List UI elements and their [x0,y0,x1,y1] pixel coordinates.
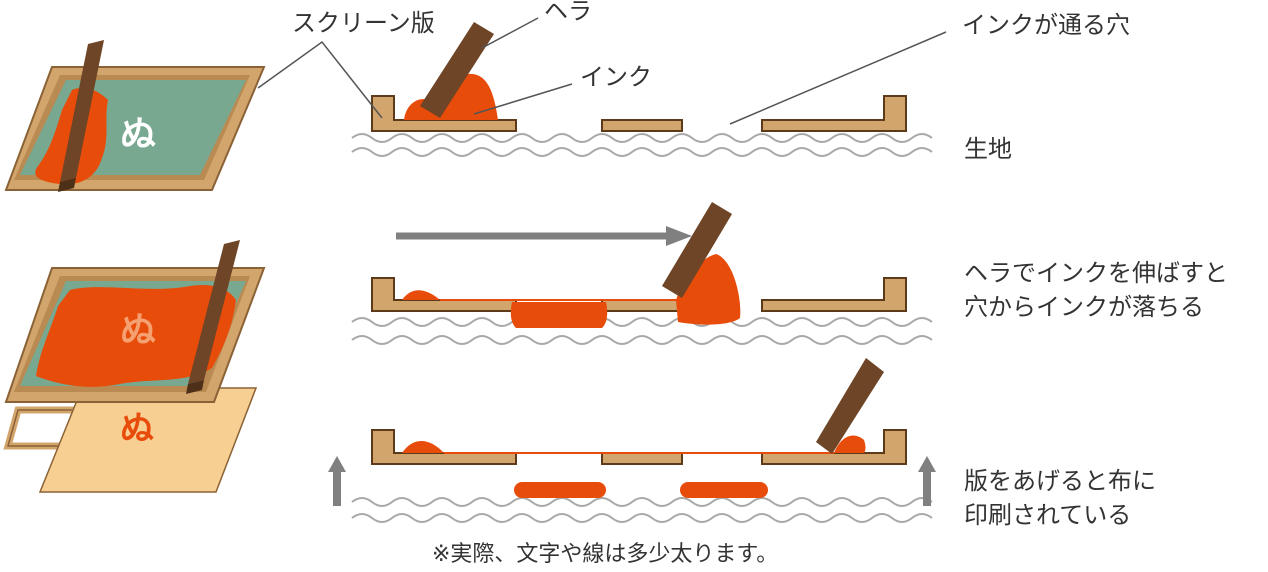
screen-frame-illustration-2: ぬ ぬ [3,240,266,493]
screen-frame-illustration-1: ぬ [4,40,266,192]
direction-arrowhead [666,226,692,246]
cloth-motif: ぬ [120,409,154,449]
leader-ink [473,83,573,115]
screen-plate-section [371,277,907,312]
cross-section-row-3 [328,358,936,523]
ink-through-hole [510,302,608,328]
cross-section-row-1 [351,22,933,157]
squeegee [420,22,494,118]
label-fabric: 生地 [964,135,1012,163]
footnote: ※実際、文字や線は多少太ります。 [432,542,779,567]
leader-screen-plate [257,40,383,119]
ink-residue-right [834,435,866,453]
label-step2-line2: 穴からインクが落ちる [964,293,1204,321]
printed-ink-2 [680,482,768,498]
fabric-waves [351,497,933,523]
cross-section-row-2 [351,202,933,345]
label-ink-holes: インクが通る穴 [962,11,1130,39]
ink-residue [402,440,444,453]
ink-spread [36,284,236,387]
fabric-waves [351,133,933,157]
label-step3-line2: 印刷されている [964,501,1132,529]
screen-plate-section [371,429,907,465]
label-squeegee: ヘラ [544,0,592,25]
screen-plate-section [371,95,907,132]
lift-arrow-left [328,456,346,506]
leader-squeegee [481,17,539,49]
printed-ink-1 [514,482,606,498]
cloth-bag: ぬ [3,387,258,493]
leader-ink-holes [729,31,947,125]
label-step3-line1: 版をあげると布に [964,467,1156,495]
fabric-waves [351,317,933,345]
squeegee [662,202,732,298]
leader-lines [257,17,947,125]
label-step2-line1: ヘラでインクを伸ばすと [964,259,1228,287]
squeegee [816,358,884,454]
squeegee [58,40,104,192]
lift-arrow-right [918,456,936,506]
label-screen-plate: スクリーン版 [292,9,435,37]
squeegee [186,240,240,394]
label-ink: インク [580,63,652,91]
ink-residue [402,290,440,300]
mesh-motif: ぬ [120,114,156,155]
mesh-motif: ぬ [120,310,156,351]
